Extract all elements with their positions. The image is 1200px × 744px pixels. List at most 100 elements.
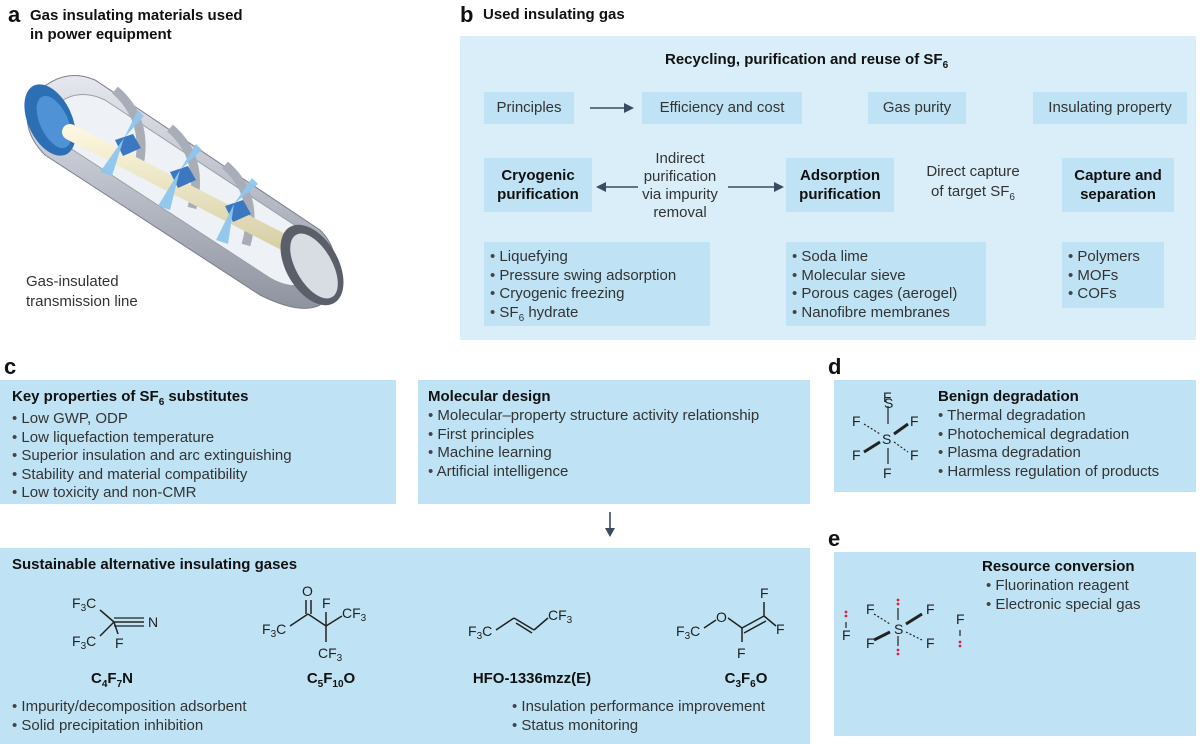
- capture-line1: Capture and: [1074, 167, 1162, 184]
- benign-degradation-box: S F S F F F F F Benign degradation Therm…: [834, 380, 1196, 492]
- gas-purity-box: Gas purity: [868, 92, 966, 124]
- svg-text:F: F: [115, 635, 124, 651]
- panel-a-title-line1: Gas insulating materials used: [30, 7, 243, 24]
- indirect-line4: removal: [653, 204, 707, 221]
- f-part: N: [122, 670, 133, 687]
- list-item: Insulation performance improvement: [512, 698, 764, 717]
- panel-b-header: Recycling, purification and reuse of SF6: [665, 51, 948, 71]
- sf6-structure-e: F S F F F F F: [842, 598, 965, 656]
- panel-a-title-line2: in power equipment: [30, 26, 172, 43]
- panel-b-letter: b: [460, 2, 474, 27]
- svg-text:S: S: [884, 395, 893, 411]
- svg-text:O: O: [716, 609, 727, 625]
- alt-title: Sustainable alternative insulating gases: [12, 556, 298, 573]
- f-part: C: [724, 670, 736, 687]
- key-properties-box: Key properties of SF6 substitutes Low GW…: [0, 380, 396, 504]
- list-item: Soda lime: [792, 248, 986, 267]
- svg-text:F: F: [910, 413, 919, 429]
- svg-text:F3C: F3C: [262, 621, 286, 640]
- list-item: Molecular sieve: [792, 267, 986, 286]
- adsorption-box: Adsorption purification: [786, 158, 894, 212]
- efficiency-box: Efficiency and cost: [642, 92, 802, 124]
- list-item: First principles: [428, 426, 810, 445]
- indirect-purification-label: Indirect purification via impurity remov…: [640, 150, 720, 222]
- panel-a-title: Gas insulating materials used in power e…: [30, 6, 243, 44]
- list-item: Thermal degradation: [938, 407, 1159, 426]
- svg-text:F: F: [760, 585, 769, 601]
- list-item: Molecular–property structure activity re…: [428, 407, 810, 426]
- header-text: Recycling, purification and reuse of SF: [665, 51, 943, 68]
- list-item: Impurity/decomposition adsorbent: [12, 698, 246, 717]
- f-sub: 7: [116, 679, 123, 690]
- f-part: C: [306, 670, 318, 687]
- panel-e-letter: e: [828, 526, 841, 551]
- adsorption-line1: Adsorption: [800, 167, 880, 184]
- benign-title: Benign degradation: [938, 388, 1079, 405]
- molecular-design-box: Molecular design Molecular–property stru…: [418, 380, 810, 504]
- key-title-text: Key properties of SF: [12, 388, 159, 405]
- list-item: Stability and material compatibility: [12, 466, 396, 485]
- panel-b-arrows: [590, 103, 784, 192]
- key-title-suffix: substitutes: [164, 388, 249, 405]
- list-item: Liquefying: [490, 248, 710, 267]
- alternative-gases-box: Sustainable alternative insulating gases…: [0, 548, 810, 744]
- alt-list-right: Insulation performance improvement Statu…: [512, 698, 764, 735]
- direct-line2: of target SF6: [918, 182, 1028, 208]
- f-part: F: [107, 670, 117, 687]
- panel-a-letter: a: [8, 2, 21, 27]
- alt-list-left: Impurity/decomposition adsorbent Solid p…: [12, 698, 247, 736]
- cryogenic-line2: purification: [497, 186, 579, 203]
- indirect-line1: Indirect: [655, 150, 705, 167]
- list-item: Harmless regulation of products: [938, 463, 1159, 482]
- svg-text:CF3: CF3: [548, 607, 573, 626]
- svg-text:F: F: [842, 627, 851, 643]
- indirect-line3: via impurity: [642, 186, 718, 203]
- list-item: Low toxicity and non-CMR: [12, 484, 396, 503]
- mol-list: Molecular–property structure activity re…: [428, 407, 810, 481]
- list-item: Pressure swing adsorption: [490, 267, 710, 286]
- caption-line1: Gas-insulated: [26, 273, 119, 290]
- f-sub: 6: [750, 679, 756, 690]
- svg-text:N: N: [148, 614, 158, 630]
- sf6-text: SF: [499, 303, 519, 321]
- panel-d-letter: d: [828, 354, 842, 379]
- svg-text:F: F: [883, 465, 892, 481]
- formula-hfo: HFO-1336mzz(E): [472, 670, 592, 687]
- svg-text:F3C: F3C: [676, 623, 700, 642]
- f-part: F: [323, 670, 333, 687]
- cryogenic-line1: Cryogenic: [501, 167, 575, 184]
- capture-box: Capture and separation: [1062, 158, 1174, 212]
- svg-text:S: S: [894, 621, 903, 637]
- formula-c5f10o: C5F10O: [286, 670, 376, 690]
- svg-text:F: F: [926, 601, 935, 617]
- key-properties-title: Key properties of SF6 substitutes: [12, 388, 396, 408]
- f-sub: 10: [332, 679, 344, 690]
- resource-conversion-box: F S F F F F F Resource conversion Fluori…: [834, 552, 1196, 736]
- list-item: SF6 hydrate: [490, 304, 710, 329]
- list-item: Polymers: [1068, 248, 1164, 267]
- cryo-list-box: Liquefying Pressure swing adsorption Cry…: [484, 242, 710, 326]
- caption-line2: transmission line: [26, 293, 138, 310]
- list-item: Porous cages (aerogel): [792, 285, 986, 304]
- list-item: Low liquefaction temperature: [12, 429, 396, 448]
- f-sub: 3: [735, 679, 741, 690]
- f-part: C: [91, 670, 102, 687]
- svg-text:F: F: [737, 645, 746, 661]
- svg-text:F: F: [866, 601, 875, 617]
- svg-text:F: F: [776, 621, 785, 637]
- list-item: Photochemical degradation: [938, 426, 1159, 445]
- f-part: F: [741, 670, 751, 687]
- molecular-design-title: Molecular design: [428, 388, 551, 405]
- adsorption-line2: purification: [799, 186, 881, 203]
- list-item: Fluorination reagent: [986, 577, 1141, 596]
- list-item: Solid precipitation inhibition: [12, 717, 247, 736]
- header-sub: 6: [942, 60, 949, 71]
- direct-capture-label: Direct capture of target SF6: [918, 162, 1028, 208]
- c4f7n-structure: F3C F3C F N: [72, 595, 158, 652]
- svg-text:F: F: [926, 635, 935, 651]
- f-part: O: [755, 670, 768, 687]
- c3f6o-structure: F F3C O F F: [676, 585, 785, 661]
- list-item: Artificial intelligence: [428, 463, 810, 482]
- svg-text:F3C: F3C: [468, 623, 492, 642]
- sf6-structure-d: S F S F F F F F: [852, 389, 919, 481]
